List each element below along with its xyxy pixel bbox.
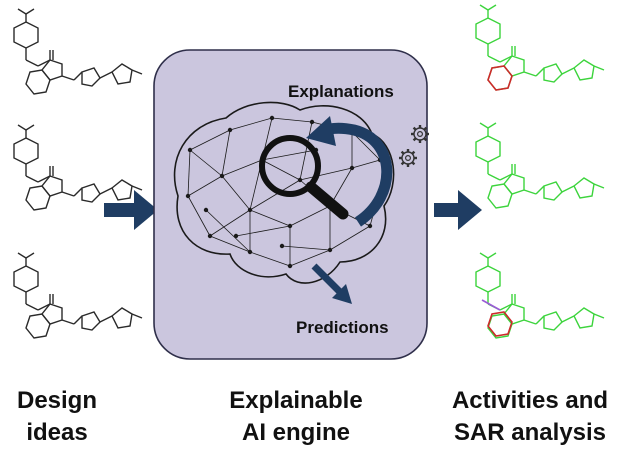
predictions-label: Predictions: [296, 318, 389, 337]
design-molecule-1: [13, 8, 143, 95]
design-molecule-3: [13, 252, 143, 339]
feedback-arrow-head: [306, 116, 336, 146]
design-caption-line-2: ideas: [26, 419, 87, 446]
purple-fragment: [481, 299, 501, 311]
magnifier-icon: [259, 135, 349, 220]
engine-caption-line-2: AI engine: [242, 419, 350, 446]
input-arrow: [104, 190, 158, 230]
design-ideas-molecules: [13, 8, 143, 339]
explanations-label: Explanations: [288, 82, 394, 101]
result-molecule-1: [475, 4, 605, 91]
engine-caption-line-1: Explainable: [229, 387, 362, 414]
red-fragment-1: [487, 65, 513, 91]
output-arrow: [434, 190, 482, 230]
result-molecule-2: [475, 122, 605, 209]
result-molecule-3: [475, 252, 605, 339]
results-caption-line-1: Activities and: [452, 387, 608, 414]
red-fragment-3: [487, 311, 513, 337]
design-caption-line-1: Design: [17, 387, 97, 414]
results-caption-line-2: SAR analysis: [454, 419, 606, 446]
activity-molecules: [475, 4, 605, 339]
feedback-curved-arrow: [320, 122, 393, 227]
predictions-arrow: [311, 263, 352, 304]
design-molecule-2: [13, 124, 143, 211]
